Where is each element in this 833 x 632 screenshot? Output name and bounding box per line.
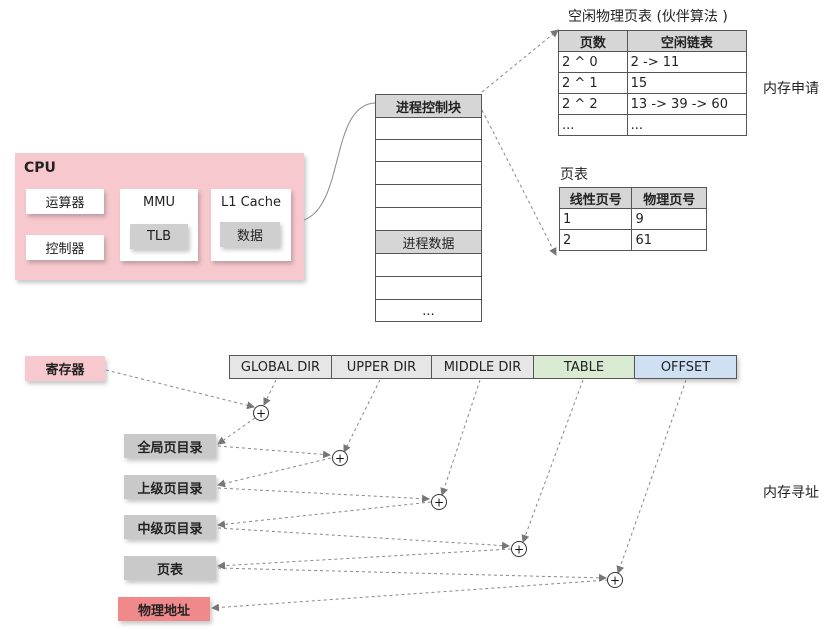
global-dir-box: 全局页目录 (124, 434, 216, 458)
pcb-data-row: 进程数据 (376, 230, 481, 253)
pcb-row (376, 207, 481, 230)
field-offset: OFFSET (634, 355, 737, 379)
adder-plus: + (610, 574, 620, 588)
controller-box: 控制器 (26, 235, 104, 260)
pcb-row (376, 276, 481, 299)
pcb-row (376, 117, 481, 140)
alu-box: 运算器 (26, 189, 104, 214)
pcb-row (376, 161, 481, 184)
field-middle-dir: MIDDLE DIR (431, 355, 534, 379)
free-table-cell: 15 (626, 72, 748, 94)
free-table-cell: ... (558, 114, 628, 136)
mmu-box: MMU TLB (120, 189, 198, 261)
page-table-box: 页表 (124, 556, 216, 580)
adder-circle (607, 572, 623, 588)
pcb-to-page-table-arrow (481, 109, 557, 256)
register-box: 寄存器 (25, 356, 105, 381)
free-table-header: 页数 (558, 30, 628, 52)
cpu-title: CPU (24, 160, 56, 176)
table-to-adder-arrow (217, 567, 607, 582)
field-table: TABLE (533, 355, 635, 379)
free-table-cell: 13 -> 39 -> 60 (626, 93, 748, 115)
field-upper-dir: UPPER DIR (331, 355, 432, 379)
cpu-pcb-curve (303, 102, 376, 221)
middle-to-adder-arrow (217, 527, 510, 550)
page-table: 线性页号 物理页号 1 9 2 61 (558, 187, 707, 251)
field-global-dir: GLOBAL DIR (229, 355, 332, 379)
physical-address-box: 物理地址 (118, 597, 210, 621)
register-to-adder-arrow (105, 369, 255, 410)
tlb-box: TLB (130, 224, 188, 249)
free-table-cell: ... (626, 114, 748, 136)
adder-circle (511, 541, 527, 557)
adder-circle (431, 494, 447, 510)
cache-label: L1 Cache (220, 195, 282, 210)
adder-plus: + (434, 496, 444, 510)
page-table-title: 页表 (560, 167, 588, 183)
cache-box: L1 Cache 数据 (211, 189, 291, 261)
adder-to-middle-arrow (217, 501, 432, 529)
adder-to-upper-arrow (217, 457, 332, 488)
pcb-row (376, 253, 481, 276)
free-table-title: 空闲物理页表 (伙伴算法 ) (568, 9, 728, 25)
free-page-table: 页数 空闲链表 2 ^ 0 2 -> 11 2 ^ 1 15 2 ^ 2 13 … (558, 30, 748, 136)
mmu-label: MMU (143, 195, 175, 210)
adder-to-physical-arrow (211, 579, 609, 612)
offset-field-arrow (616, 379, 687, 574)
upper-to-adder-arrow (217, 487, 430, 503)
middle-field-arrow (440, 379, 481, 496)
table-field-arrow (521, 379, 584, 543)
adder-plus: + (335, 452, 345, 466)
adder-circle (253, 405, 269, 421)
adder-to-table-arrow (217, 548, 512, 570)
pcb-row (376, 139, 481, 162)
global-field-arrow (263, 379, 277, 406)
page-table-header: 物理页号 (631, 187, 707, 209)
page-table-cell: 2 (558, 229, 633, 251)
process-control-block: 进程控制块 进程数据 ... (375, 94, 482, 322)
global-to-adder-arrow (217, 445, 331, 459)
adder-circle (332, 450, 348, 466)
free-table-header: 空闲链表 (626, 30, 748, 52)
adder-plus: + (514, 543, 524, 557)
memory-alloc-label: 内存申请 (763, 81, 819, 97)
pcb-row (376, 184, 481, 207)
page-table-cell: 61 (631, 229, 707, 251)
cache-data-box: 数据 (220, 222, 280, 247)
upper-field-arrow (343, 379, 381, 453)
memory-addressing-label: 内存寻址 (763, 485, 819, 501)
pcb-ellipsis-row: ... (376, 299, 481, 322)
upper-dir-box: 上级页目录 (124, 475, 216, 499)
middle-dir-box: 中级页目录 (124, 515, 216, 539)
pcb-header: 进程控制块 (376, 95, 481, 118)
adder-plus: + (256, 407, 266, 421)
adder-to-global-arrow (217, 417, 256, 445)
pcb-to-free-table-arrow (481, 29, 559, 93)
